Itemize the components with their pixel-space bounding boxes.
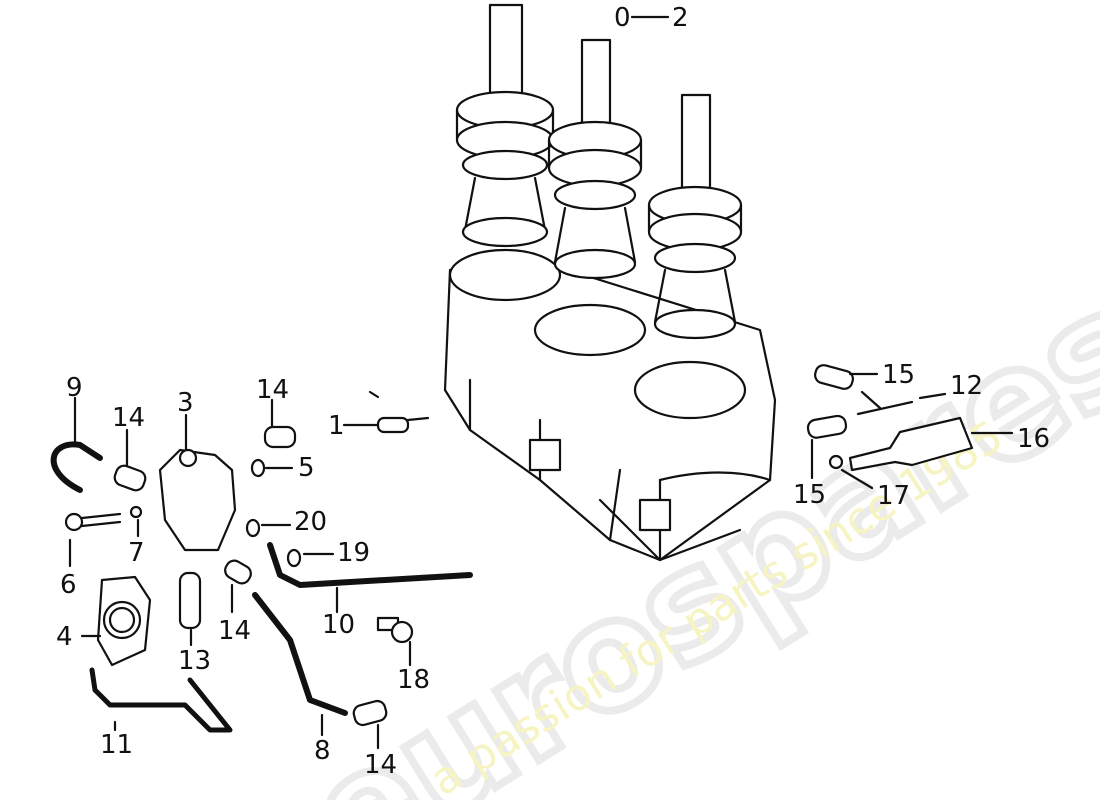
- callout-14: 14: [364, 750, 398, 780]
- callout-14: 14: [112, 403, 146, 433]
- banjo-bolt-icon: [376, 616, 414, 667]
- tube-icon: [178, 571, 202, 630]
- callout-17: 17: [877, 481, 911, 511]
- callout-4: 4: [56, 622, 73, 652]
- callout-0: 0: [614, 3, 631, 33]
- hose-sleeve-icon: [352, 699, 388, 727]
- callout-2: 2: [672, 3, 689, 33]
- o-ring-icon: [250, 458, 266, 478]
- callout-14: 14: [256, 375, 290, 405]
- needle-valve-icon: [342, 390, 430, 434]
- callout-20: 20: [294, 507, 328, 537]
- screw-icon: [64, 512, 122, 568]
- callout-5: 5: [298, 453, 315, 483]
- callout-13: 13: [178, 646, 212, 676]
- callout-7: 7: [128, 538, 145, 568]
- callout-8: 8: [314, 736, 331, 766]
- solenoid-valve-icon: [848, 416, 1014, 472]
- callout-18: 18: [397, 665, 431, 695]
- sleeve-icon: [814, 364, 854, 390]
- hose-icon: [252, 592, 348, 716]
- t-piece-icon: [856, 390, 914, 416]
- bent-hose-icon: [50, 441, 103, 493]
- callout-11: 11: [100, 730, 134, 760]
- sleeve-icon: [806, 414, 848, 439]
- hose-sleeve-icon: [263, 425, 297, 449]
- fuel-line-icon: [89, 667, 233, 733]
- fuel-pump-icon: [158, 413, 237, 552]
- callout-15: 15: [882, 360, 916, 390]
- callout-6: 6: [60, 570, 77, 600]
- callout-15: 15: [793, 480, 827, 510]
- callout-16: 16: [1017, 424, 1051, 454]
- callout-19: 19: [337, 538, 371, 568]
- callout-10: 10: [322, 610, 356, 640]
- callout-9: 9: [66, 373, 83, 403]
- flange-gasket-icon: [80, 575, 152, 667]
- washer-icon: [828, 454, 844, 470]
- carburetor-body-icon: [443, 248, 777, 562]
- fuel-line-icon: [267, 542, 473, 588]
- callout-3: 3: [177, 388, 194, 418]
- callout-12: 12: [950, 371, 984, 401]
- callout-1: 1: [328, 411, 345, 441]
- hose-sleeve-icon: [224, 559, 252, 585]
- callout-14: 14: [218, 616, 252, 646]
- hose-sleeve-icon: [113, 464, 147, 492]
- washer-icon: [129, 505, 143, 519]
- o-ring-icon: [245, 518, 261, 538]
- o-ring-icon: [286, 548, 302, 568]
- air-horn-stacks-icon: [455, 3, 743, 340]
